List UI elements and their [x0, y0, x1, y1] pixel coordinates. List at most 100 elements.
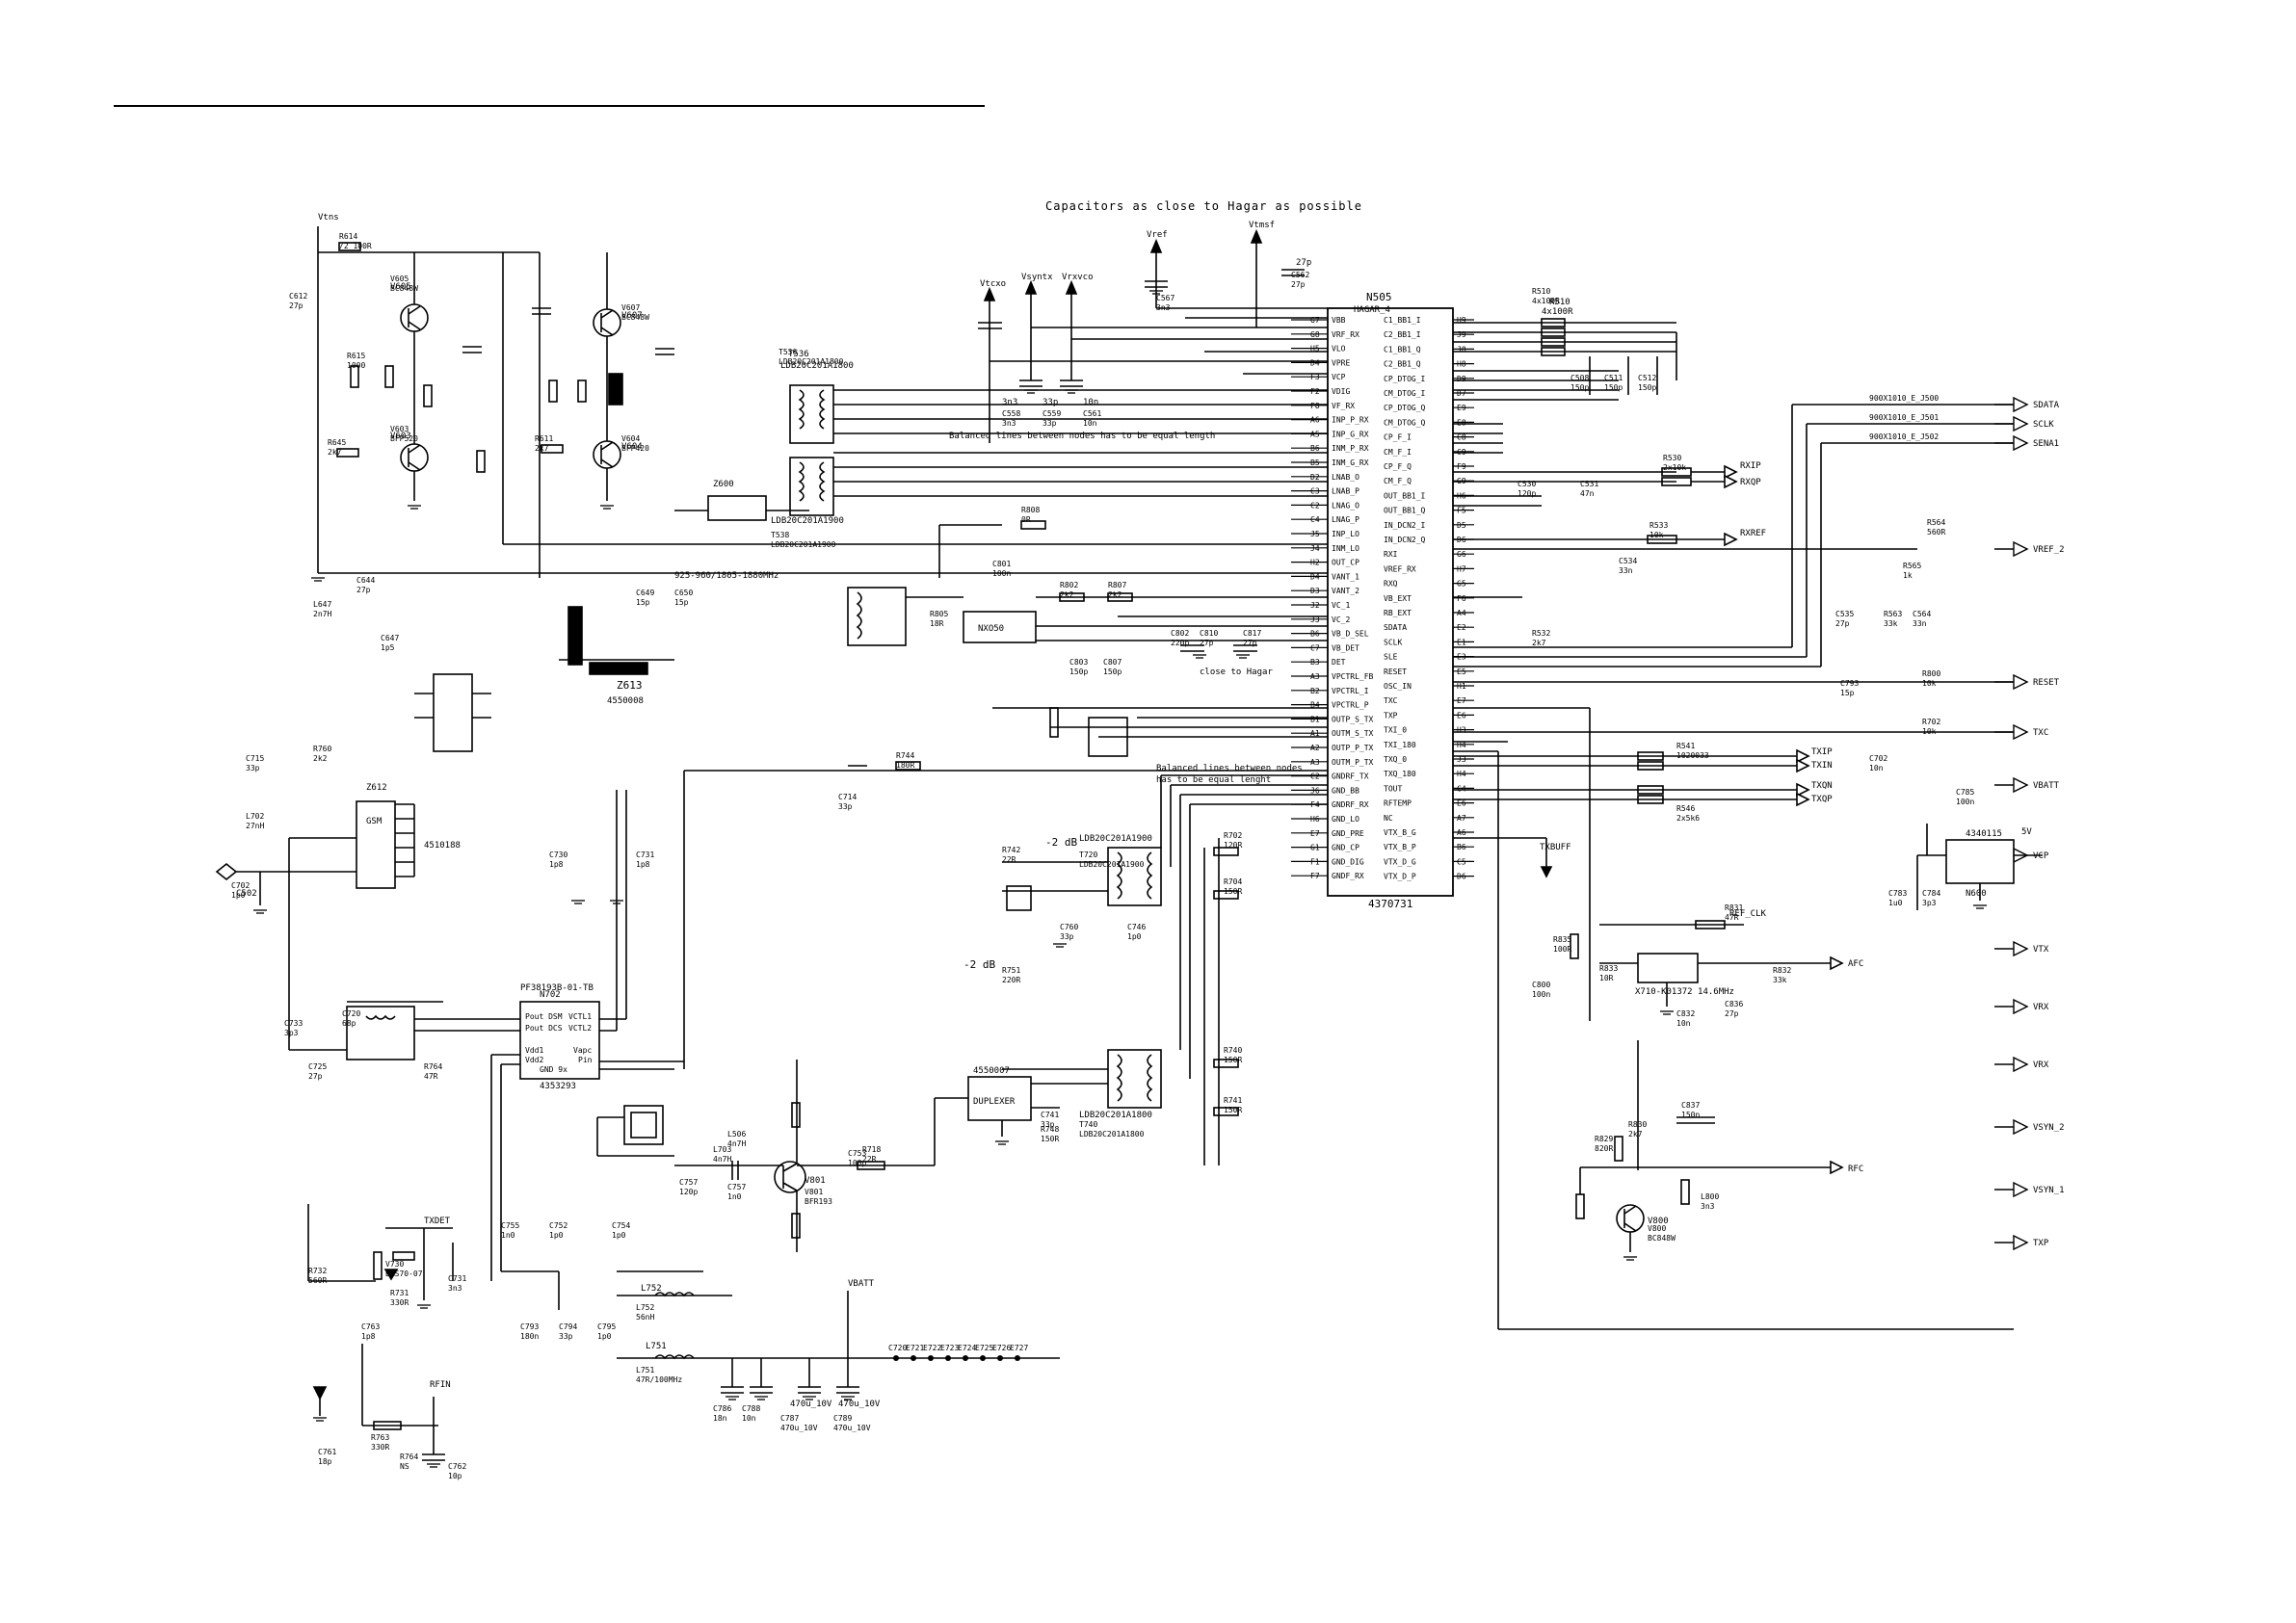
testpoint-dot — [997, 1355, 1003, 1361]
component-ref: L506 — [727, 1130, 746, 1139]
n702-title: PF38193B-01-TB — [520, 983, 594, 993]
testpoint-label: E725 — [975, 1344, 993, 1352]
component-value: 2k7 — [328, 448, 342, 457]
component-ref: C832 — [1676, 1009, 1695, 1018]
component-value: BAS70-07 — [385, 1270, 423, 1278]
testpoint-dot — [963, 1355, 968, 1361]
component-value: 27p — [1835, 619, 1850, 628]
component-value: 2x5k6 — [1676, 814, 1700, 823]
component-ref: C802 — [1171, 629, 1189, 638]
component-value: 120p — [1517, 489, 1536, 498]
component-ref: R732 — [308, 1267, 327, 1275]
connector-flag — [2013, 940, 2029, 957]
hagar-left-pin-name: INM_LO — [1332, 544, 1359, 553]
c787-label: 470u_10V — [790, 1400, 832, 1409]
hagar-left-pin-name: VF_RX — [1332, 402, 1355, 410]
rf-buffer-v800 — [1575, 1040, 1844, 1252]
tx-iq-network — [1453, 748, 1810, 807]
component-value: 1020033 — [1676, 751, 1709, 760]
component-ref: C746 — [1127, 923, 1146, 931]
note-capacitors: Capacitors as close to Hagar as possible — [1045, 199, 1362, 213]
connector-flag — [2013, 723, 2029, 741]
hagar-left-pin-name: VPCTRL_I — [1332, 687, 1369, 695]
component-value: 150R — [1224, 1056, 1242, 1064]
hagar-right-pin-name: VB_EXT — [1384, 594, 1412, 603]
component-value: 33p — [1042, 419, 1057, 428]
regulator-n600 — [1916, 824, 2043, 910]
component-value: 1p8 — [636, 860, 650, 869]
component-value: 330R — [371, 1443, 389, 1452]
component-ref: R832 — [1773, 966, 1791, 975]
component-value: 2k7 — [1532, 639, 1546, 647]
component-value: 100n — [1532, 990, 1550, 999]
hagar-left-pin-name: GNDRF_RX — [1332, 800, 1369, 809]
t536-ref: T536 — [788, 350, 809, 359]
component-ref: R645 — [328, 438, 346, 447]
c789-label: 470u_10V — [838, 1400, 881, 1409]
n600-part: 4340115 — [1966, 829, 2002, 839]
connector-extra: 900X1010_E_J500 — [1869, 394, 1939, 403]
component-value: 100n — [1956, 798, 1974, 806]
component-ref: V730 — [385, 1260, 404, 1269]
note-balanced-tx-1: Balanced lines between nodes — [1156, 764, 1303, 773]
t720-label: LDB20C201A1900 — [1079, 834, 1152, 844]
component-value: 10R — [1599, 974, 1614, 982]
testpoint-dot — [980, 1355, 986, 1361]
component-ref: L751 — [636, 1366, 654, 1374]
note-2db-2: -2 dB — [963, 958, 995, 971]
hagar-left-pin-name: VPCTRL_FB — [1332, 672, 1374, 681]
component-ref: C787 — [780, 1414, 799, 1423]
txbuff — [1453, 837, 1553, 878]
hagar-right-pin-name: VTX_D_G — [1384, 857, 1416, 866]
component-ref: R563 — [1884, 610, 1902, 618]
component-value: BC848W — [390, 284, 418, 293]
component-value: 27p — [356, 586, 371, 594]
hagar-right-pin-name: CM_F_Q — [1384, 477, 1412, 485]
supply-vref: Vref — [1147, 230, 1168, 240]
hagar-right-pin-name: SCLK — [1384, 638, 1402, 646]
afc-label: AFC — [1848, 959, 1863, 969]
component-value: 33p — [559, 1332, 573, 1341]
component-value: 47R — [424, 1072, 438, 1081]
hagar-right-pin-name: CP_F_Q — [1384, 462, 1412, 471]
component-value: 10k — [1922, 679, 1937, 688]
component-value: 180n — [520, 1332, 539, 1341]
testpoint-label: E726 — [992, 1344, 1011, 1352]
component-value: 27p — [1200, 639, 1214, 647]
component-value: BC848W — [621, 313, 649, 322]
hagar-left-pin-name: VRF_RX — [1332, 330, 1359, 339]
component-value: 1p0 — [231, 891, 246, 900]
component-value: 150n — [1681, 1111, 1700, 1119]
component-value: 1p8 — [361, 1332, 376, 1341]
n702-pin-5: VCTL1 — [568, 1012, 592, 1021]
component-ref: C559 — [1042, 409, 1061, 418]
r510-ref: R510 — [1549, 298, 1570, 307]
component-ref: C562 — [1291, 271, 1309, 279]
component-value: 2k2 — [1060, 590, 1074, 599]
component-labels: R614/2 100RC61227pV605BC848WR6151000V607… — [231, 232, 1974, 1480]
r510-label: 4x100R — [1542, 307, 1573, 317]
component-value: 2k7 — [535, 444, 549, 453]
component-value: BFP520 — [390, 434, 418, 443]
hagar-right-pin-name: RB_EXT — [1384, 609, 1412, 617]
hagar-left-pin-name: INP_P_RX — [1332, 416, 1369, 425]
component-value: 33p — [246, 764, 260, 772]
hagar-left-pin-name: DET — [1332, 658, 1346, 667]
hagar-right-pin-name: C2_BB1_Q — [1384, 360, 1421, 369]
connector-label: TXP — [2033, 1239, 2049, 1248]
osc-label: X710-K01372 14.6MHz — [1635, 987, 1734, 997]
component-value: 56nH — [636, 1313, 654, 1322]
component-value: 4n7H — [727, 1139, 746, 1148]
component-ref: C752 — [549, 1221, 567, 1230]
component-value: 150p — [1604, 383, 1623, 392]
component-value: 33k — [1884, 619, 1898, 628]
component-ref: C800 — [1532, 981, 1550, 989]
hagar-left-pin-name: OUTM_S_TX — [1332, 729, 1374, 738]
component-value: 3n3 — [448, 1284, 462, 1293]
n702-ref: N702 — [540, 990, 561, 1000]
component-ref: C754 — [612, 1221, 630, 1230]
hagar-right-pin-name: OUT_BB1_Q — [1384, 507, 1426, 515]
hagar-left-pin-name: VANT_1 — [1332, 572, 1359, 581]
component-value: BFP420 — [621, 444, 649, 453]
z613-label: Z613 — [617, 679, 643, 692]
